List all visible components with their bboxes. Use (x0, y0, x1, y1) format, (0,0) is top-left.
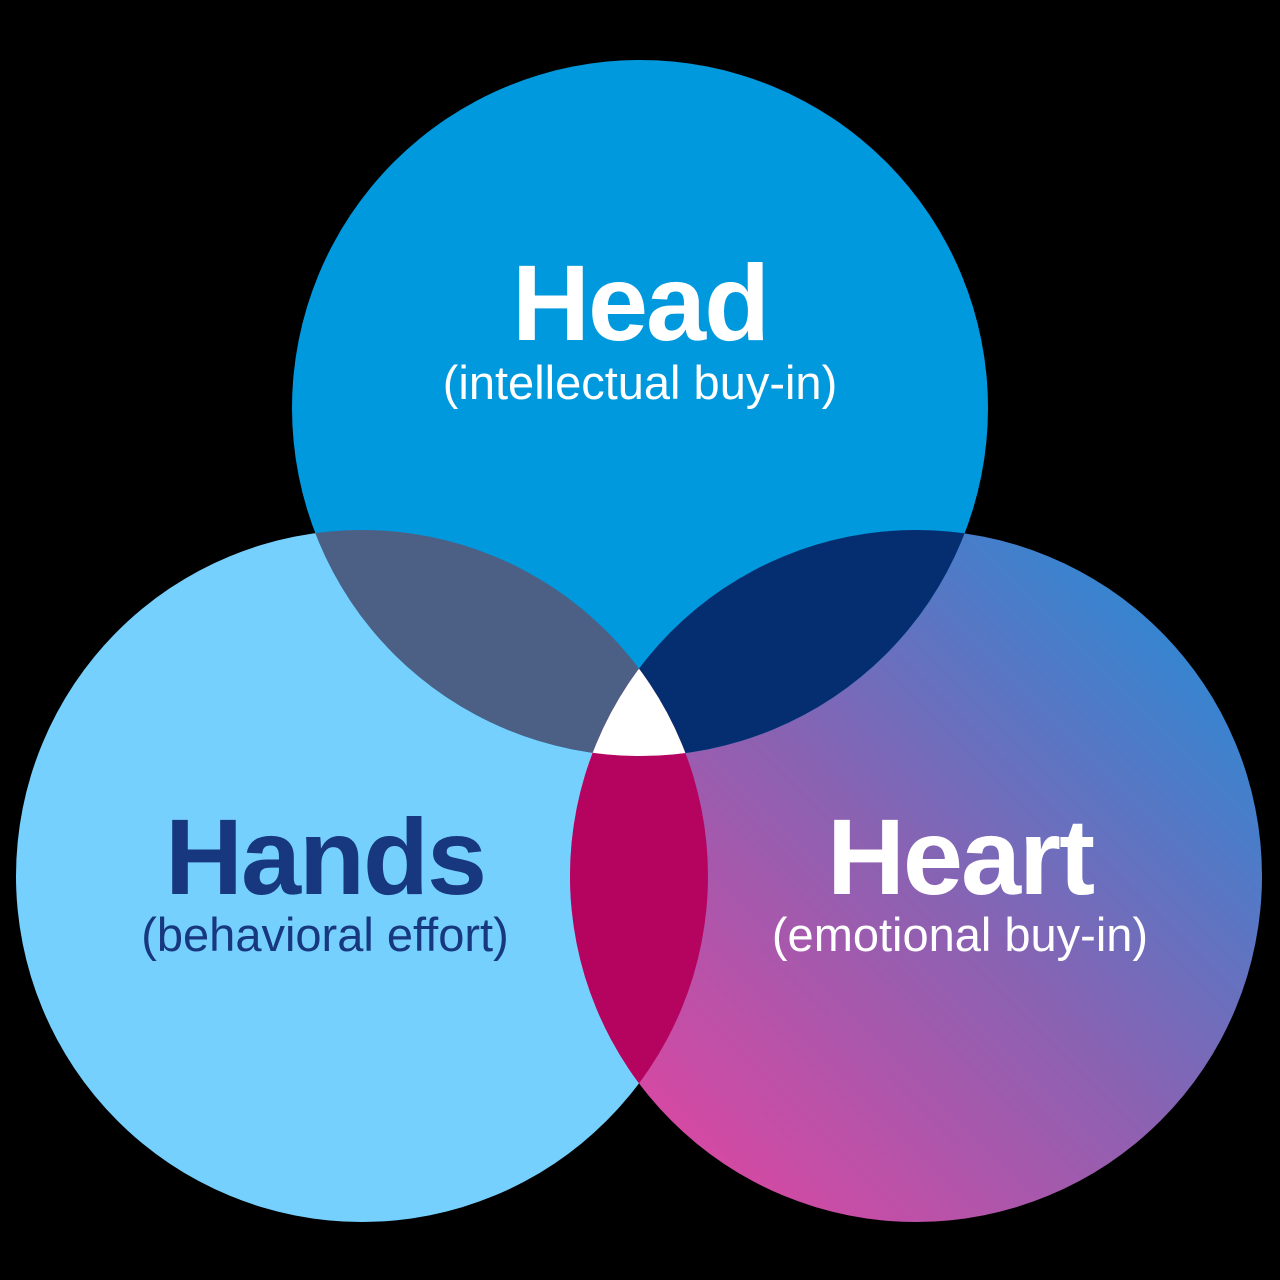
hands-label: Hands (165, 796, 485, 917)
head-hands-overlap (292, 530, 708, 756)
heart-label: Heart (827, 796, 1094, 917)
hands-sublabel: (behavioral effort) (141, 908, 509, 961)
heart-sublabel: (emotional buy-in) (772, 908, 1148, 961)
head-sublabel: (intellectual buy-in) (443, 356, 837, 409)
head-heart-overlap (570, 530, 988, 756)
head-label: Head (512, 242, 768, 363)
